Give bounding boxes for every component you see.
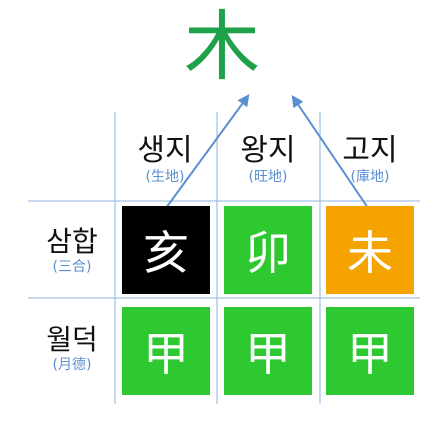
column-header-goji: 고지 (庫地) — [320, 134, 420, 186]
row-sublabel: (三合) — [52, 259, 92, 275]
row-header-woldeok: 월덕 (月德) — [22, 324, 122, 374]
cell-samhap-myo: 卯 — [224, 206, 312, 294]
arrow-left — [165, 94, 250, 209]
arrow-right — [291, 95, 369, 209]
column-label: 고지 — [342, 133, 398, 168]
cell-woldeok-gap-3: 甲 — [326, 307, 414, 395]
row-label: 삼합 — [46, 225, 98, 258]
column-header-saengji: 생지 (生地) — [115, 134, 215, 186]
column-label: 생지 — [137, 133, 193, 168]
column-label: 왕지 — [240, 133, 296, 168]
wood-title: 木 — [184, 2, 260, 91]
column-sublabel: (生地) — [145, 169, 185, 185]
column-sublabel: (旺地) — [248, 169, 288, 185]
cell-samhap-mi: 未 — [326, 206, 414, 294]
column-header-wangji: 왕지 (旺地) — [218, 134, 318, 186]
row-header-samhap: 삼합 (三合) — [22, 226, 122, 276]
row-label: 월덕 — [46, 323, 98, 356]
cell-samhap-hae: 亥 — [122, 206, 210, 294]
cell-woldeok-gap-2: 甲 — [224, 307, 312, 395]
column-sublabel: (庫地) — [350, 169, 390, 185]
cell-woldeok-gap-1: 甲 — [122, 307, 210, 395]
row-sublabel: (月德) — [52, 357, 92, 373]
